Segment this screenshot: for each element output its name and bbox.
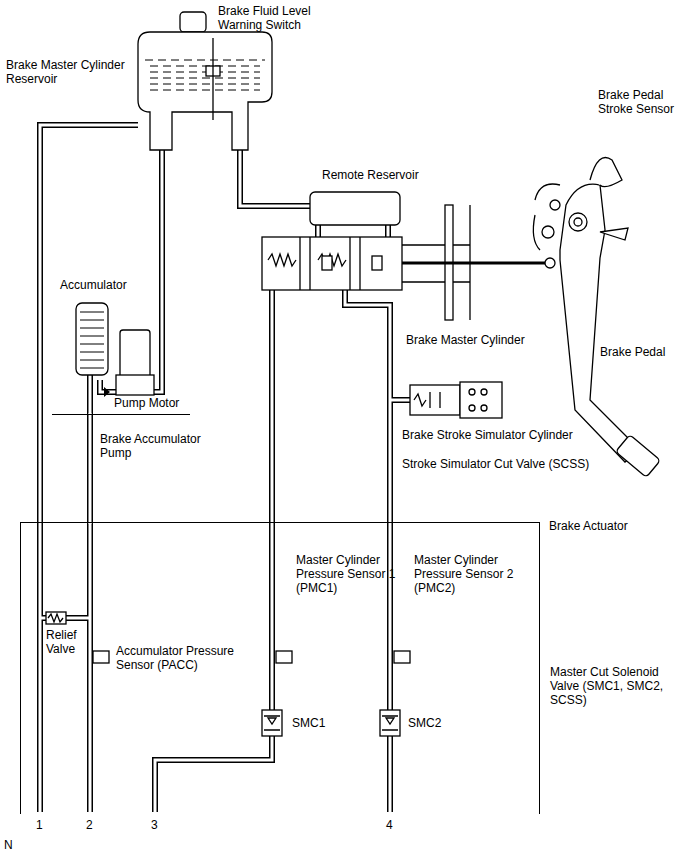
master-cylinder xyxy=(262,205,555,320)
part-name: Stroke Simulator Cut Valve (SCSS) xyxy=(402,457,622,471)
sensor-name: Master Cylinder Pressure Sensor 2 (PMC2) xyxy=(414,553,524,595)
box-heading: Brake Actuator xyxy=(549,519,659,533)
callout-number: 4 xyxy=(386,818,406,832)
part-name: Brake Accumulator Pump xyxy=(100,432,232,460)
part-name: Brake Master Cylinder Reservoir xyxy=(6,58,134,86)
valve-name: SMC2 xyxy=(408,716,458,730)
part-name: Remote Reservoir xyxy=(322,168,442,182)
pipe-inner xyxy=(40,125,410,812)
callout-number: 1 xyxy=(36,818,56,832)
valves-and-sensors xyxy=(46,612,410,736)
remote-reservoir xyxy=(310,192,400,225)
pipe-inner xyxy=(89,413,92,524)
accumulator-pump xyxy=(76,303,154,397)
pipe-connector xyxy=(90,413,91,524)
sensor-name: Accumulator Pressure Sensor (PACC) xyxy=(116,644,251,672)
valve-name: Relief Valve xyxy=(46,628,86,656)
sensor-name: Master Cylinder Pressure Sensor 1 (PMC1) xyxy=(296,553,406,595)
callout-number: 3 xyxy=(151,818,171,832)
figure-code: N xyxy=(4,838,24,852)
valve-name: SMC1 xyxy=(292,716,342,730)
stroke-simulator xyxy=(410,382,502,418)
accumulator-box: AccumulatorPump Motor xyxy=(52,272,190,415)
pipe-outline xyxy=(87,415,93,522)
part-name: Brake Master Cylinder xyxy=(406,333,546,347)
valve-name: Master Cut Solenoid Valve (SMC1, SMC2, S… xyxy=(550,665,686,707)
part-name: Brake Pedal xyxy=(600,345,685,359)
reservoir xyxy=(138,12,272,150)
callout-number: 2 xyxy=(86,818,106,832)
box-heading: Accumulator xyxy=(60,278,170,292)
part-name: Brake Stroke Simulator Cylinder xyxy=(402,428,607,442)
pipe-outline xyxy=(40,125,410,812)
part-name: Brake Pedal Stroke Sensor xyxy=(598,88,684,116)
part-name: Pump Motor xyxy=(114,396,186,410)
part-name: Brake Fluid Level Warning Switch xyxy=(218,4,336,32)
